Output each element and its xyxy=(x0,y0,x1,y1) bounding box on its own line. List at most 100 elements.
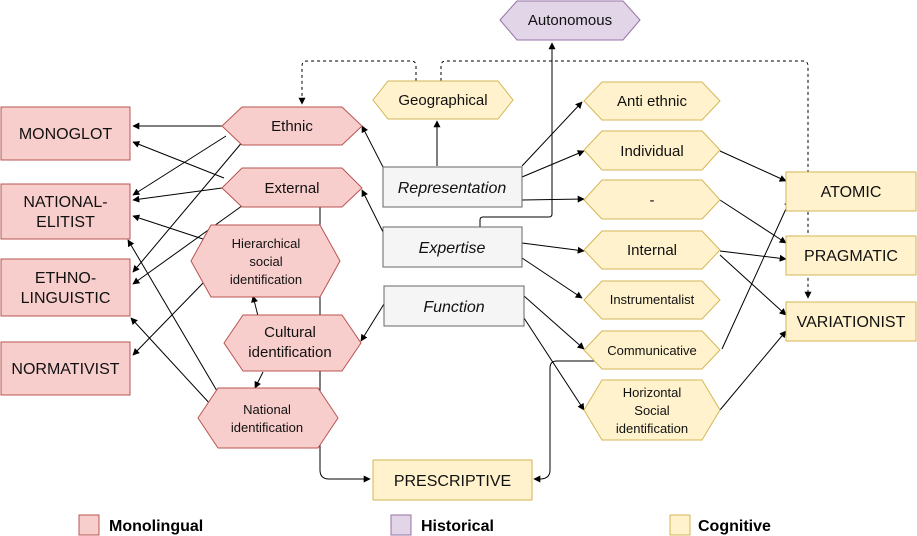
dash-label: - xyxy=(650,192,655,209)
edge-hierarchical-national-elitist xyxy=(132,214,207,241)
legend-label-monolingual: Monolingual xyxy=(109,518,203,535)
normativist-box[interactable]: NORMATIVIST xyxy=(0,341,131,396)
ethno-linguistic-label-line2: LINGUISTIC xyxy=(21,290,111,307)
hierarchical-label-line1: Hierarchical xyxy=(232,236,301,251)
anti-ethnic-hexagon[interactable]: Anti ethnic xyxy=(583,81,721,121)
edge-expertise-autonomous xyxy=(479,42,556,227)
prescriptive-box[interactable]: PRESCRIPTIVE xyxy=(372,459,533,501)
cultural-hexagon[interactable]: Cultural identification xyxy=(223,314,362,372)
edge-geographical-ethnic-dashed xyxy=(298,60,417,105)
edge-individual-atomic xyxy=(719,150,787,182)
communicative-label: Communicative xyxy=(607,343,697,358)
edge-internal-pragmatic xyxy=(719,250,787,262)
national-elitist-box[interactable]: NATIONAL- ELITIST xyxy=(0,183,131,240)
edge-ethnic-ethno-linguistic xyxy=(132,139,245,273)
external-label: External xyxy=(264,180,319,197)
national-elitist-label-line1: NATIONAL- xyxy=(23,194,107,211)
representation-label: Representation xyxy=(398,180,507,197)
expertise-label: Expertise xyxy=(419,240,486,257)
instrumentalist-hexagon[interactable]: Instrumentalist xyxy=(583,280,721,320)
monoglot-label: MONOGLOT xyxy=(19,126,113,143)
geographical-hexagon[interactable]: Geographical xyxy=(372,80,514,120)
edge-communicative-atomic xyxy=(721,199,791,350)
national-elitist-label-line2: ELITIST xyxy=(36,214,95,231)
edge-representation-individual xyxy=(521,150,585,178)
edge-external-ethno-linguistic xyxy=(132,202,247,285)
pragmatic-label: PRAGMATIC xyxy=(804,248,898,265)
edge-horizontal-variationist xyxy=(719,330,787,411)
national-label-line1: National xyxy=(243,402,291,417)
autonomous-label: Autonomous xyxy=(528,12,612,29)
edge-representation-ethnic xyxy=(361,125,384,168)
edge-cultural-national xyxy=(254,371,264,389)
ethno-linguistic-label-line1: ETHNO- xyxy=(35,270,96,287)
horizontal-label-line1: Horizontal xyxy=(623,385,682,400)
ethnic-hexagon[interactable]: Ethnic xyxy=(221,106,363,146)
anti-ethnic-label: Anti ethnic xyxy=(617,93,688,110)
function-label: Function xyxy=(423,299,484,316)
external-hexagon[interactable]: External xyxy=(221,167,363,208)
horizontal-label-line2: Social xyxy=(634,403,670,418)
legend-label-historical: Historical xyxy=(421,518,494,535)
variationist-label: VARIATIONIST xyxy=(797,314,906,331)
ethnic-label: Ethnic xyxy=(271,118,313,135)
ethno-linguistic-box[interactable]: ETHNO- LINGUISTIC xyxy=(0,258,131,317)
edge-function-cultural xyxy=(360,303,385,342)
edge-communicative-prescriptive xyxy=(533,360,600,483)
legend-item-monolingual: Monolingual xyxy=(78,514,203,536)
edge-representation-dash xyxy=(521,195,585,203)
legend-swatch-cognitive xyxy=(669,514,691,536)
edge-dash-pragmatic xyxy=(719,199,787,244)
edge-function-communicative xyxy=(523,295,585,350)
variationist-box[interactable]: VARIATIONIST xyxy=(785,301,917,342)
instrumentalist-label: Instrumentalist xyxy=(610,292,695,307)
legend-label-cognitive: Cognitive xyxy=(698,518,771,535)
autonomous-hexagon[interactable]: Autonomous xyxy=(499,0,641,41)
pragmatic-box[interactable]: PRAGMATIC xyxy=(785,235,917,276)
dash-hexagon[interactable]: - xyxy=(583,179,721,220)
prescriptive-label: PRESCRIPTIVE xyxy=(394,473,511,490)
monoglot-box[interactable]: MONOGLOT xyxy=(0,106,131,161)
edge-external-national-elitist xyxy=(132,187,223,203)
cultural-label-line1: Cultural xyxy=(264,324,316,341)
edge-internal-variationist xyxy=(719,254,787,316)
hierarchical-label-line3: identification xyxy=(230,272,302,287)
internal-hexagon[interactable]: Internal xyxy=(583,230,721,270)
legend-swatch-historical xyxy=(390,514,412,536)
legend-item-cognitive: Cognitive xyxy=(669,514,771,536)
horizontal-label-line3: identification xyxy=(616,421,688,436)
atomic-box[interactable]: ATOMIC xyxy=(785,171,917,212)
normativist-label: NORMATIVIST xyxy=(11,361,119,378)
edge-representation-anti-ethnic xyxy=(521,101,583,167)
edge-function-horizontal xyxy=(523,317,585,411)
edge-external-monoglot xyxy=(132,141,225,179)
edge-national-ethno-linguistic xyxy=(130,317,213,407)
hierarchical-label-line2: social xyxy=(249,254,282,269)
communicative-hexagon[interactable]: Communicative xyxy=(583,330,721,370)
horizontal-hexagon[interactable]: Horizontal Social identification xyxy=(583,379,721,441)
edge-expertise-internal xyxy=(521,242,585,254)
internal-label: Internal xyxy=(627,242,677,259)
individual-label: Individual xyxy=(620,143,683,160)
edge-expertise-instrumentalist xyxy=(521,257,583,299)
national-label-line2: identification xyxy=(231,420,303,435)
geographical-label: Geographical xyxy=(398,92,487,109)
individual-hexagon[interactable]: Individual xyxy=(583,130,721,171)
function-box[interactable]: Function xyxy=(383,285,525,327)
expertise-box[interactable]: Expertise xyxy=(382,226,523,268)
legend-swatch-monolingual xyxy=(78,514,100,536)
edge-ethnic-national-elitist xyxy=(132,135,227,196)
representation-box[interactable]: Representation xyxy=(382,166,523,208)
legend-item-historical: Historical xyxy=(390,514,494,536)
edge-expertise-external xyxy=(361,189,384,233)
edge-national-national-elitist xyxy=(127,239,221,397)
edge-hierarchical-normativist xyxy=(132,279,207,356)
edges xyxy=(127,42,812,483)
atomic-label: ATOMIC xyxy=(821,184,882,201)
edge-geographical-variationist-dashed xyxy=(440,60,812,299)
national-hexagon[interactable]: National identification xyxy=(197,387,339,449)
edge-cultural-hierarchical xyxy=(251,295,259,317)
edge-external-prescriptive xyxy=(319,207,371,483)
hierarchical-hexagon[interactable]: Hierarchical social identification xyxy=(190,224,341,298)
